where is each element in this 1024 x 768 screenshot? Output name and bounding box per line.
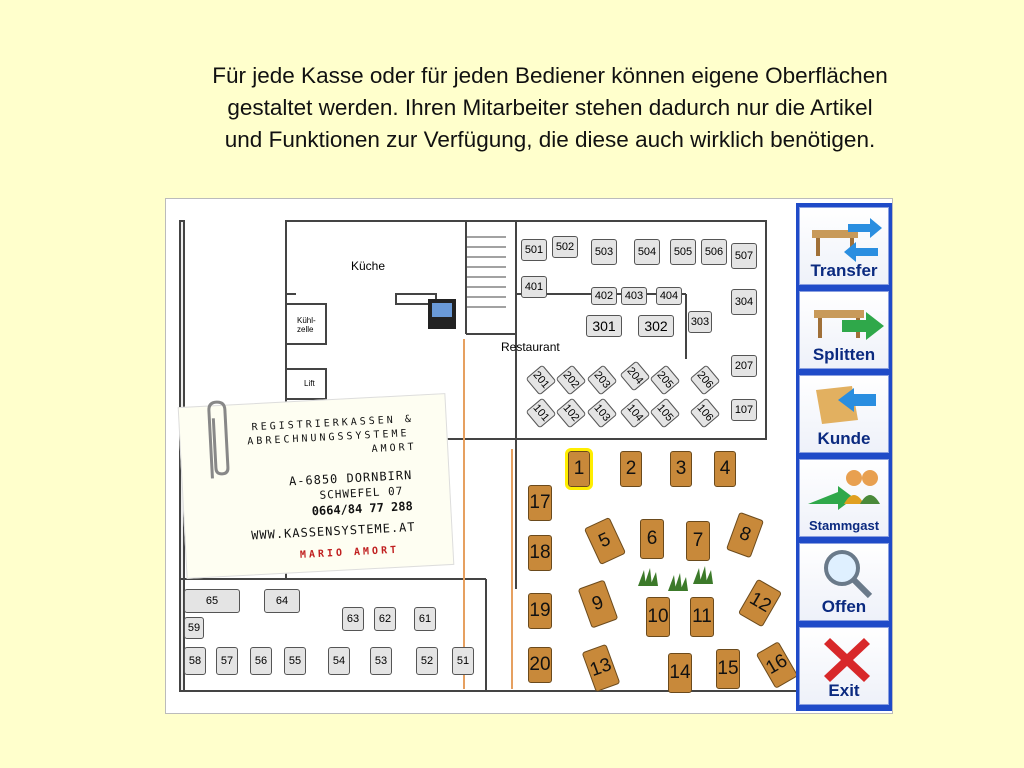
card-line-7: WWW.KASSENSYSTEME.AT <box>250 519 416 543</box>
restaurant-table[interactable]: 56 <box>250 647 272 675</box>
restaurant-table[interactable]: 55 <box>284 647 306 675</box>
card-line-3: AMORT <box>371 441 417 456</box>
restaurant-table[interactable]: 503 <box>591 239 617 265</box>
kunde-button[interactable]: Kunde <box>799 375 889 453</box>
restaurant-table[interactable]: 52 <box>416 647 438 675</box>
restaurant-table[interactable]: 53 <box>370 647 392 675</box>
card-line-8: MARIO AMORT <box>299 544 400 561</box>
offen-button[interactable]: Offen <box>799 543 889 621</box>
room-label-kitchen: Küche <box>351 259 386 273</box>
intro-line-3: und Funktionen zur Verfügung, die diese … <box>224 127 876 152</box>
plant-icon <box>693 566 713 584</box>
restaurant-table[interactable]: 505 <box>670 239 696 265</box>
restaurant-table[interactable]: 301 <box>586 315 622 337</box>
restaurant-table[interactable]: 61 <box>414 607 436 631</box>
restaurant-table[interactable]: 20 <box>528 647 552 683</box>
close-icon <box>824 638 870 682</box>
restaurant-table[interactable]: 401 <box>521 276 547 298</box>
split-icon <box>814 310 884 340</box>
restaurant-table[interactable]: 51 <box>452 647 474 675</box>
restaurant-table[interactable]: 3 <box>670 451 692 487</box>
stammgast-label: Stammgast <box>808 518 880 533</box>
exit-button[interactable]: Exit <box>799 627 889 705</box>
transfer-icon <box>812 218 882 262</box>
restaurant-table[interactable]: 207 <box>731 355 757 377</box>
restaurant-table[interactable]: 19 <box>528 593 552 629</box>
stammgast-button[interactable]: Stammgast <box>799 459 889 537</box>
business-card: REGISTRIERKASSEN & ABRECHNUNGSSYSTEME AM… <box>177 393 455 579</box>
customer-icon <box>816 386 876 424</box>
floor-plan-walls <box>179 220 796 692</box>
restaurant-table[interactable]: 54 <box>328 647 350 675</box>
restaurant-table[interactable]: 65 <box>184 589 240 613</box>
restaurant-table[interactable]: 57 <box>216 647 238 675</box>
restaurant-table[interactable]: 402 <box>591 287 617 305</box>
restaurant-table[interactable]: 17 <box>528 485 552 521</box>
restaurant-table[interactable]: 502 <box>552 236 578 258</box>
splitten-label: Splitten <box>812 345 876 364</box>
restaurant-table[interactable]: 15 <box>716 649 740 689</box>
intro-line-1: Für jede Kasse oder für jeden Bediener k… <box>212 63 888 88</box>
restaurant-table[interactable]: 10 <box>646 597 670 637</box>
restaurant-table[interactable]: 7 <box>686 521 710 561</box>
restaurant-table[interactable]: 6 <box>640 519 664 559</box>
paperclip-icon <box>207 400 230 479</box>
restaurant-table[interactable]: 58 <box>184 647 206 675</box>
restaurant-table[interactable]: 403 <box>621 287 647 305</box>
restaurant-table[interactable]: 304 <box>731 289 757 315</box>
room-label-restaurant: Restaurant <box>501 340 560 354</box>
plant-icon <box>638 568 658 586</box>
plant-icon <box>668 573 688 591</box>
restaurant-table[interactable]: 404 <box>656 287 682 305</box>
intro-text: Für jede Kasse oder für jeden Bediener k… <box>110 60 990 156</box>
restaurant-table[interactable]: 303 <box>688 311 712 333</box>
transfer-button[interactable]: Transfer <box>799 207 889 285</box>
splitten-button[interactable]: Splitten <box>799 291 889 369</box>
restaurant-table[interactable]: 64 <box>264 589 300 613</box>
exit-label: Exit <box>828 681 860 700</box>
restaurant-table[interactable]: 14 <box>668 653 692 693</box>
restaurant-table[interactable]: 504 <box>634 239 660 265</box>
restaurant-table[interactable]: 107 <box>731 399 757 421</box>
restaurant-table[interactable]: 18 <box>528 535 552 571</box>
restaurant-table[interactable]: 501 <box>521 239 547 261</box>
restaurant-table[interactable]: 63 <box>342 607 364 631</box>
restaurant-table[interactable]: 4 <box>714 451 736 487</box>
restaurant-table[interactable]: 302 <box>638 315 674 337</box>
room-label-lift: Lift <box>304 379 315 388</box>
restaurant-table[interactable]: 11 <box>690 597 714 637</box>
offen-label: Offen <box>821 597 867 616</box>
restaurant-table[interactable]: 506 <box>701 239 727 265</box>
room-label-cold-room: Kühl- zelle <box>297 316 316 334</box>
restaurant-table[interactable]: 2 <box>620 451 642 487</box>
restaurant-table[interactable]: 62 <box>374 607 396 631</box>
intro-line-2: gestaltet werden. Ihren Mitarbeiter steh… <box>227 95 873 120</box>
regular-guest-icon <box>808 470 880 510</box>
restaurant-table[interactable]: 1 <box>565 448 593 490</box>
magnifier-icon <box>824 550 873 599</box>
kunde-label: Kunde <box>817 429 871 448</box>
restaurant-table[interactable]: 507 <box>731 243 757 269</box>
function-sidebar: Transfer Splitten Kunde Stammgast <box>796 203 892 711</box>
transfer-label: Transfer <box>810 261 878 280</box>
restaurant-table[interactable]: 59 <box>184 617 204 639</box>
